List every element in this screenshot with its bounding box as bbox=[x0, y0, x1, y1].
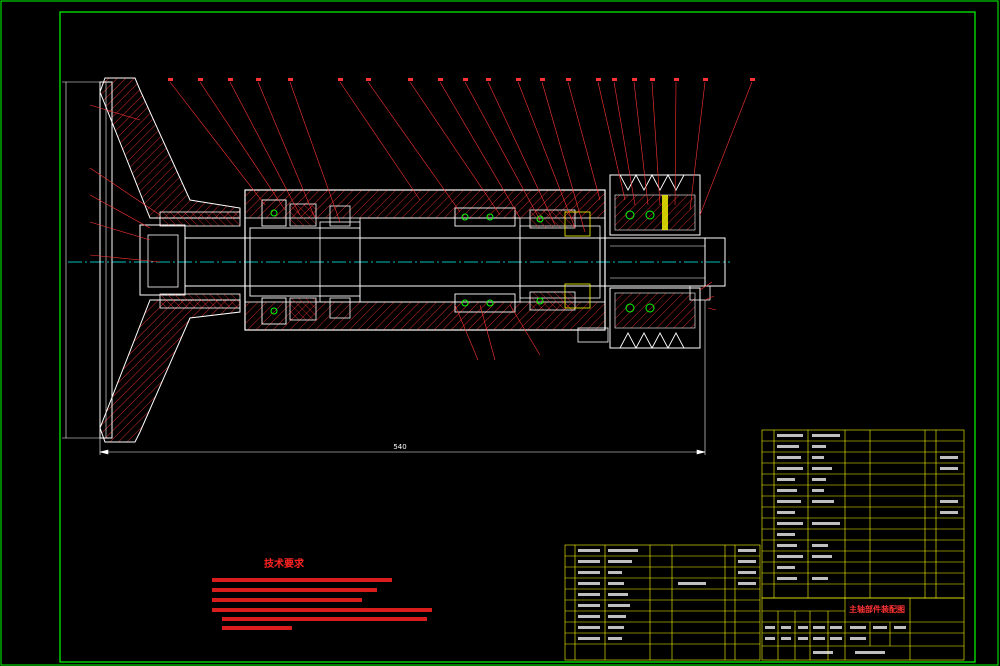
chuck-flange bbox=[99, 77, 241, 443]
technical-requirements-title: 技术要求 bbox=[264, 557, 305, 570]
technical-requirements-body bbox=[212, 578, 432, 630]
parts-list-left bbox=[564, 544, 761, 661]
overall-length-dimension bbox=[99, 300, 706, 455]
part-number-markers bbox=[168, 78, 755, 81]
belt-pulley bbox=[577, 174, 711, 349]
parts-list-right-entries bbox=[777, 434, 958, 580]
inner-frame bbox=[59, 11, 976, 663]
title-block-fields bbox=[765, 626, 906, 654]
parts-list-left-entries bbox=[578, 549, 756, 640]
part-leader-lines bbox=[89, 81, 753, 361]
rear-bearing-set bbox=[454, 207, 591, 313]
drawing-title: 主轴部件装配图 bbox=[849, 604, 905, 614]
overall-length-value: 540 bbox=[393, 443, 406, 451]
title-block bbox=[761, 597, 965, 661]
front-bearing-set bbox=[261, 199, 351, 325]
flange-diameter-dimension bbox=[62, 81, 100, 439]
parts-list-right bbox=[761, 429, 965, 599]
